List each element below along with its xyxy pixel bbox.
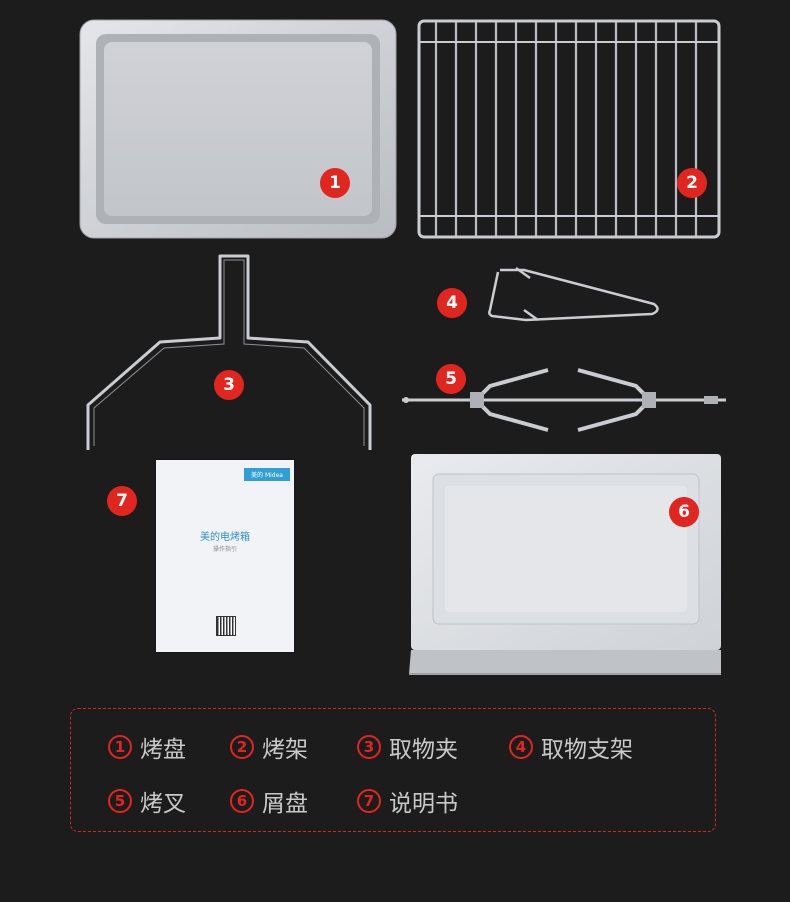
- legend-item-4: 4 取物支架: [509, 730, 633, 764]
- marker-7: 7: [107, 486, 137, 516]
- baking-tray-image: [79, 19, 397, 239]
- qr-code-icon: [216, 616, 236, 636]
- legend-number: 7: [357, 789, 381, 813]
- manual-booklet-image: 美的 Midea 美的电烤箱 操作指引: [156, 460, 294, 652]
- legend-box: [70, 708, 716, 832]
- marker-4: 4: [437, 288, 467, 318]
- legend-label: 烤叉: [140, 791, 186, 817]
- marker-5: 5: [436, 364, 466, 394]
- legend-label: 屑盘: [262, 791, 308, 817]
- legend-number: 5: [108, 789, 132, 813]
- legend-item-2: 2 烤架: [230, 730, 308, 764]
- legend-number: 1: [108, 735, 132, 759]
- legend-item-7: 7 说明书: [357, 784, 458, 818]
- legend-label: 烤盘: [140, 737, 186, 763]
- legend-label: 取物支架: [541, 737, 633, 763]
- legend-label: 说明书: [389, 791, 458, 817]
- marker-1: 1: [320, 168, 350, 198]
- legend-item-3: 3 取物夹: [357, 730, 458, 764]
- wire-rack-image: [417, 19, 721, 239]
- marker-3: 3: [214, 370, 244, 400]
- legend-number: 6: [230, 789, 254, 813]
- legend-item-1: 1 烤盘: [108, 730, 186, 764]
- legend-item-6: 6 屑盘: [230, 784, 308, 818]
- legend-label: 烤架: [262, 737, 308, 763]
- support-tongs-image: [488, 266, 659, 322]
- rotisserie-fork-image: [402, 368, 726, 432]
- marker-2: 2: [677, 168, 707, 198]
- retrieval-clamp-image: [86, 254, 372, 450]
- marker-6: 6: [669, 497, 699, 527]
- legend-item-5: 5 烤叉: [108, 784, 186, 818]
- legend-number: 4: [509, 735, 533, 759]
- manual-subtitle: 操作指引: [212, 546, 237, 553]
- legend-label: 取物夹: [389, 737, 458, 763]
- manual-title: 美的电烤箱: [200, 532, 250, 543]
- manual-brand-label: 美的 Midea: [244, 468, 290, 481]
- legend-number: 3: [357, 735, 381, 759]
- legend-number: 2: [230, 735, 254, 759]
- crumb-tray-image: [409, 454, 721, 675]
